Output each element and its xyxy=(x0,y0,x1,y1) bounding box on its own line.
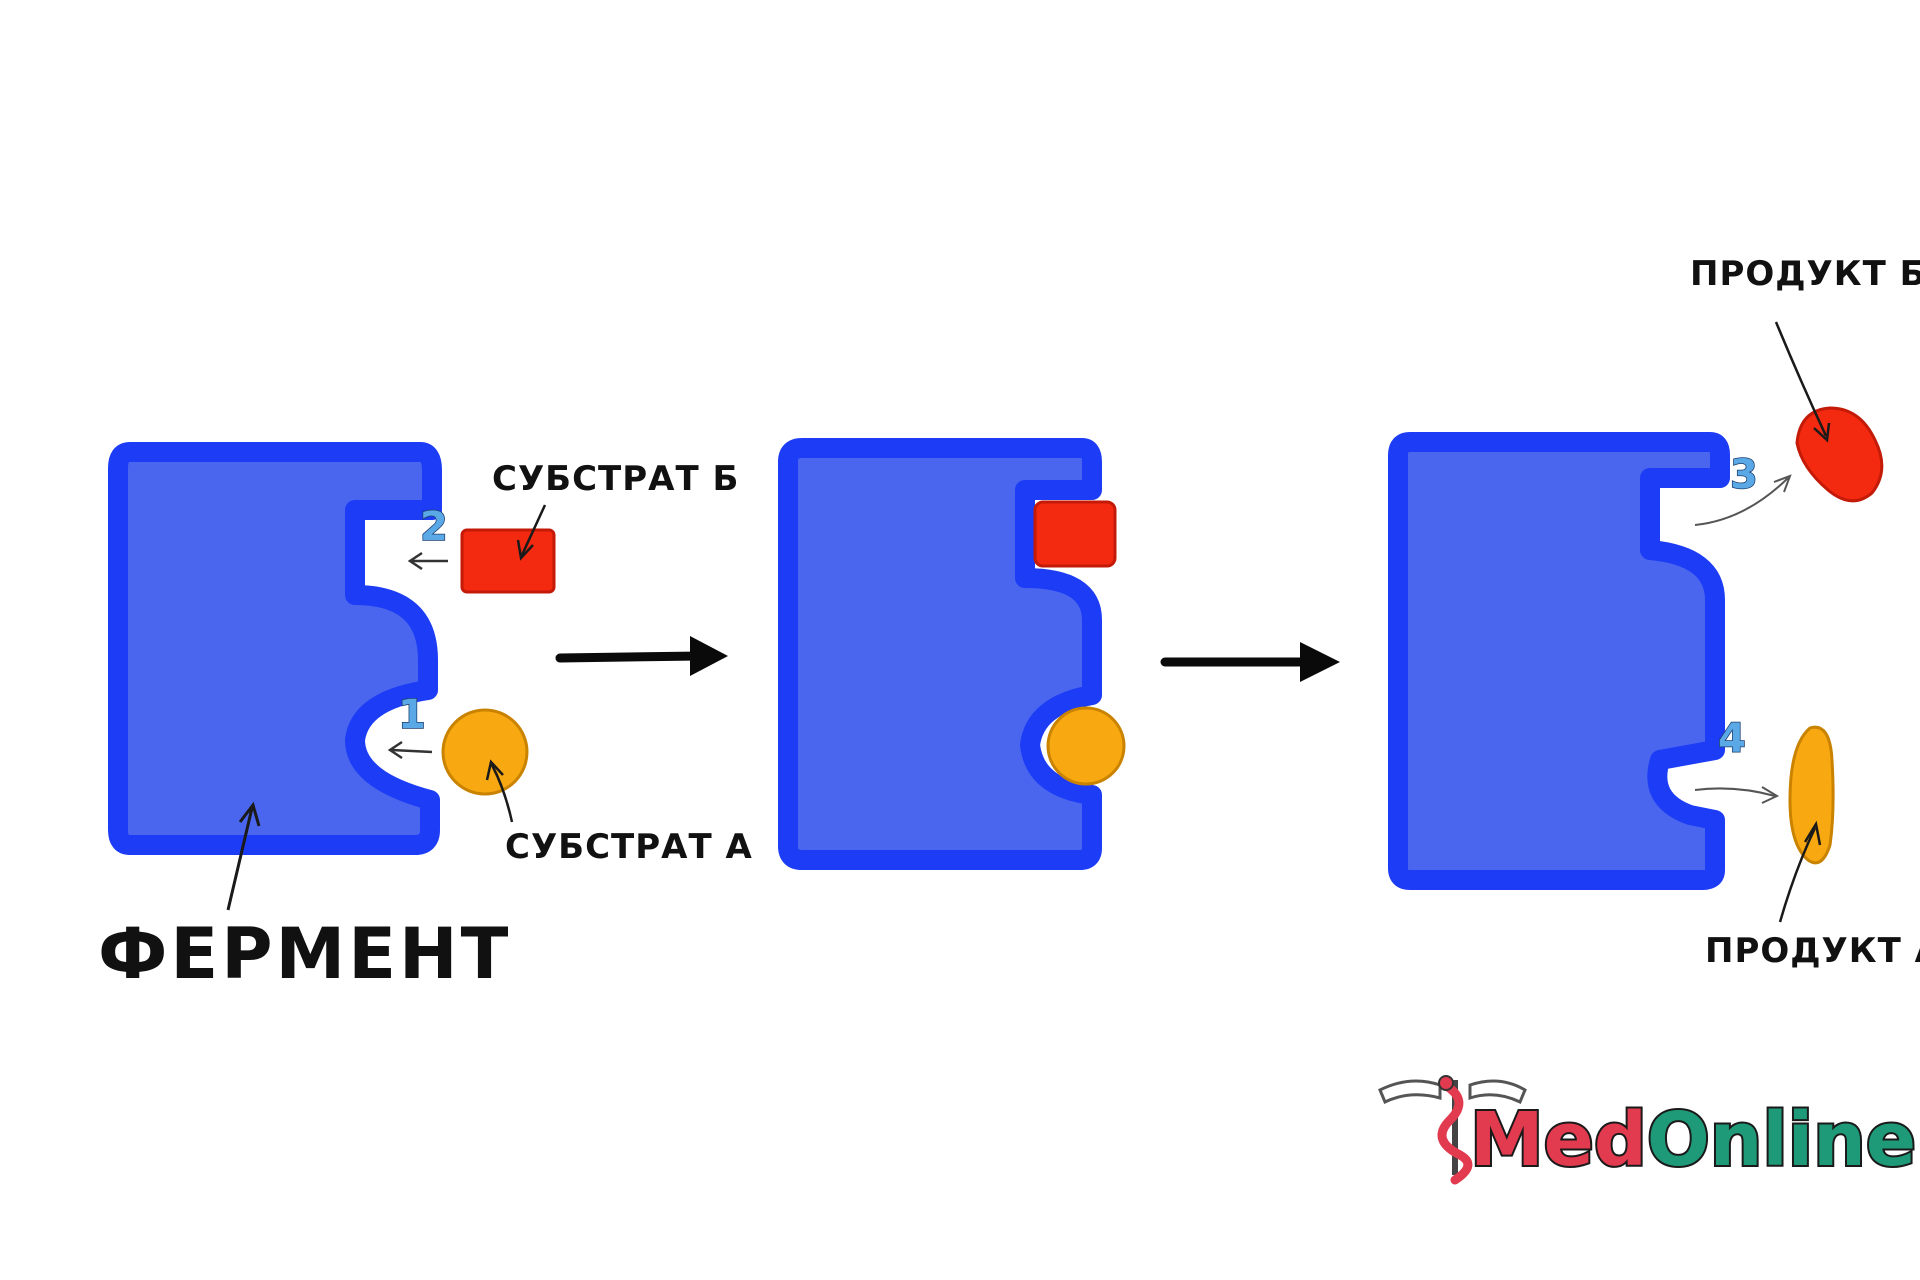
pointer-enzyme xyxy=(226,807,254,911)
arrow-release-4 xyxy=(1694,787,1776,797)
enzyme-shape-1 xyxy=(108,442,442,855)
step-number-4: 4 xyxy=(1718,716,1746,762)
panel-enzyme-substrates: 2 1 СУБСТРАТ Б СУБСТРАТ А ФЕРМЕНТ xyxy=(98,442,753,996)
arrow-right-icon xyxy=(1160,642,1340,682)
pointer-product-a xyxy=(1778,827,1817,923)
product-a-shape xyxy=(1788,725,1835,865)
substrate-b-bound xyxy=(1033,500,1117,568)
pointer-substrate-b xyxy=(520,504,547,556)
pointer-substrate-a xyxy=(490,764,514,823)
label-substrate-a: СУБСТРАТ А xyxy=(505,827,753,867)
label-product-b: ПРОДУКТ Б xyxy=(1690,254,1920,294)
logo-text: MedOnline xyxy=(1470,1097,1916,1183)
substrate-b-shape xyxy=(460,528,556,594)
label-enzyme: ФЕРМЕНТ xyxy=(98,913,511,995)
substrate-a-bound xyxy=(1046,706,1126,786)
step-number-3: 3 xyxy=(1730,452,1758,498)
enzyme-shape-2 xyxy=(778,438,1102,870)
caduceus-icon xyxy=(1378,1075,1527,1185)
product-b-shape xyxy=(1795,406,1884,503)
arrow-right-icon xyxy=(555,636,728,676)
logo-online: Online xyxy=(1647,1097,1916,1183)
substrate-a-shape xyxy=(441,708,529,796)
panel-enzyme-products: 3 4 ПРОДУКТ Б ПРОДУКТ А xyxy=(1388,254,1920,972)
logo: MedOnline xyxy=(1378,1075,1918,1185)
step-number-2: 2 xyxy=(420,504,448,550)
arrow-release-3 xyxy=(1694,477,1789,526)
label-product-a: ПРОДУКТ А xyxy=(1705,931,1920,971)
pointer-product-b xyxy=(1774,321,1828,437)
slot-2-gap xyxy=(368,522,428,584)
logo-med: Med xyxy=(1470,1097,1647,1183)
label-substrate-b: СУБСТРАТ Б xyxy=(492,459,739,499)
arrow-into-slot-1 xyxy=(391,748,433,754)
enzyme-shape-3 xyxy=(1388,432,1730,890)
step-number-1: 1 xyxy=(398,692,426,738)
panel-enzyme-substrate-complex xyxy=(778,438,1126,870)
